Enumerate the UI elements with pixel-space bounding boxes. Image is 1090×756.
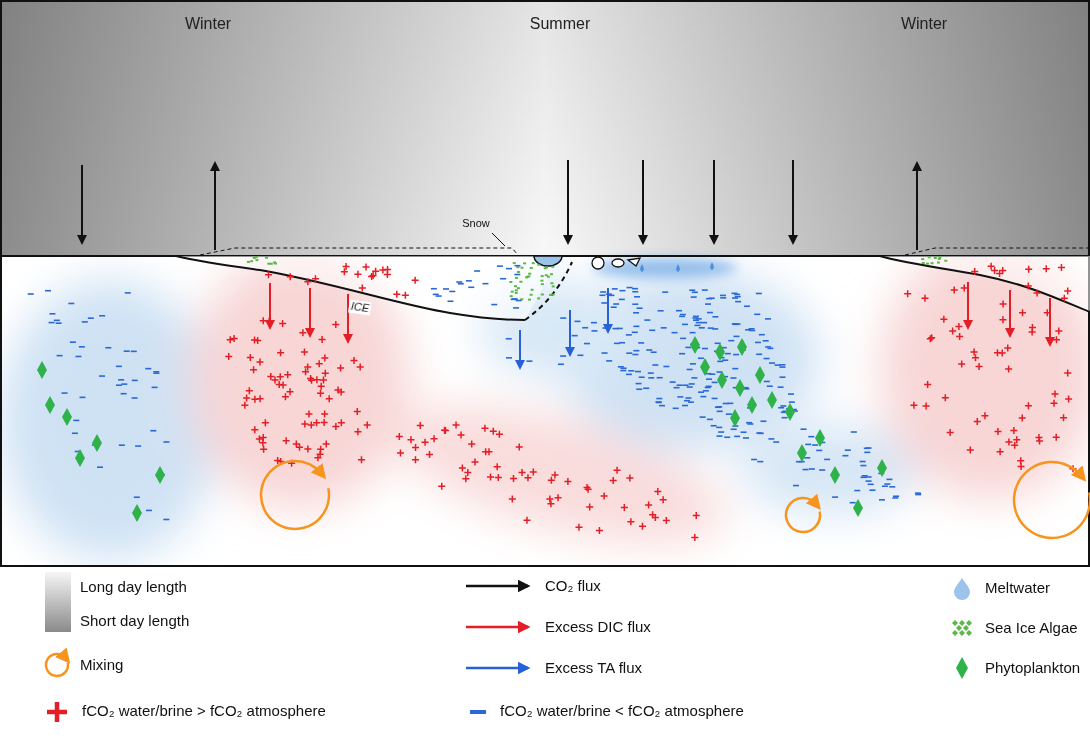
legend-symbol bbox=[470, 712, 486, 713]
legend-symbol bbox=[954, 578, 970, 600]
legend-text: Long day length bbox=[80, 578, 187, 596]
legend-symbol bbox=[466, 586, 528, 587]
legend-text: fCO₂ water/brine > fCO₂ atmosphere bbox=[82, 702, 326, 720]
legend-text: fCO₂ water/brine < fCO₂ atmosphere bbox=[500, 702, 744, 720]
legend-text: Mixing bbox=[80, 656, 123, 674]
snow-label: Snow bbox=[462, 217, 490, 230]
season-label: Winter bbox=[901, 14, 947, 33]
legend-text: Meltwater bbox=[985, 579, 1050, 597]
legend-text: Short day length bbox=[80, 612, 189, 630]
legend-symbol bbox=[46, 654, 68, 676]
legend-symbol bbox=[956, 657, 968, 679]
season-label: Winter bbox=[185, 14, 231, 33]
legend-text: Excess DIC flux bbox=[545, 618, 651, 636]
legend-swatch bbox=[45, 602, 71, 632]
legend-symbol bbox=[466, 627, 528, 628]
legend-text: Excess TA flux bbox=[545, 659, 642, 677]
legend-symbol bbox=[952, 620, 972, 636]
legend-text: Phytoplankton bbox=[985, 659, 1080, 677]
legend-symbol bbox=[466, 668, 528, 669]
season-label: Summer bbox=[530, 14, 590, 33]
legend-symbol bbox=[47, 702, 67, 722]
legend-text: Sea Ice Algae bbox=[985, 619, 1078, 637]
legend-swatch bbox=[45, 572, 71, 602]
legend-text: CO₂ flux bbox=[545, 577, 601, 595]
